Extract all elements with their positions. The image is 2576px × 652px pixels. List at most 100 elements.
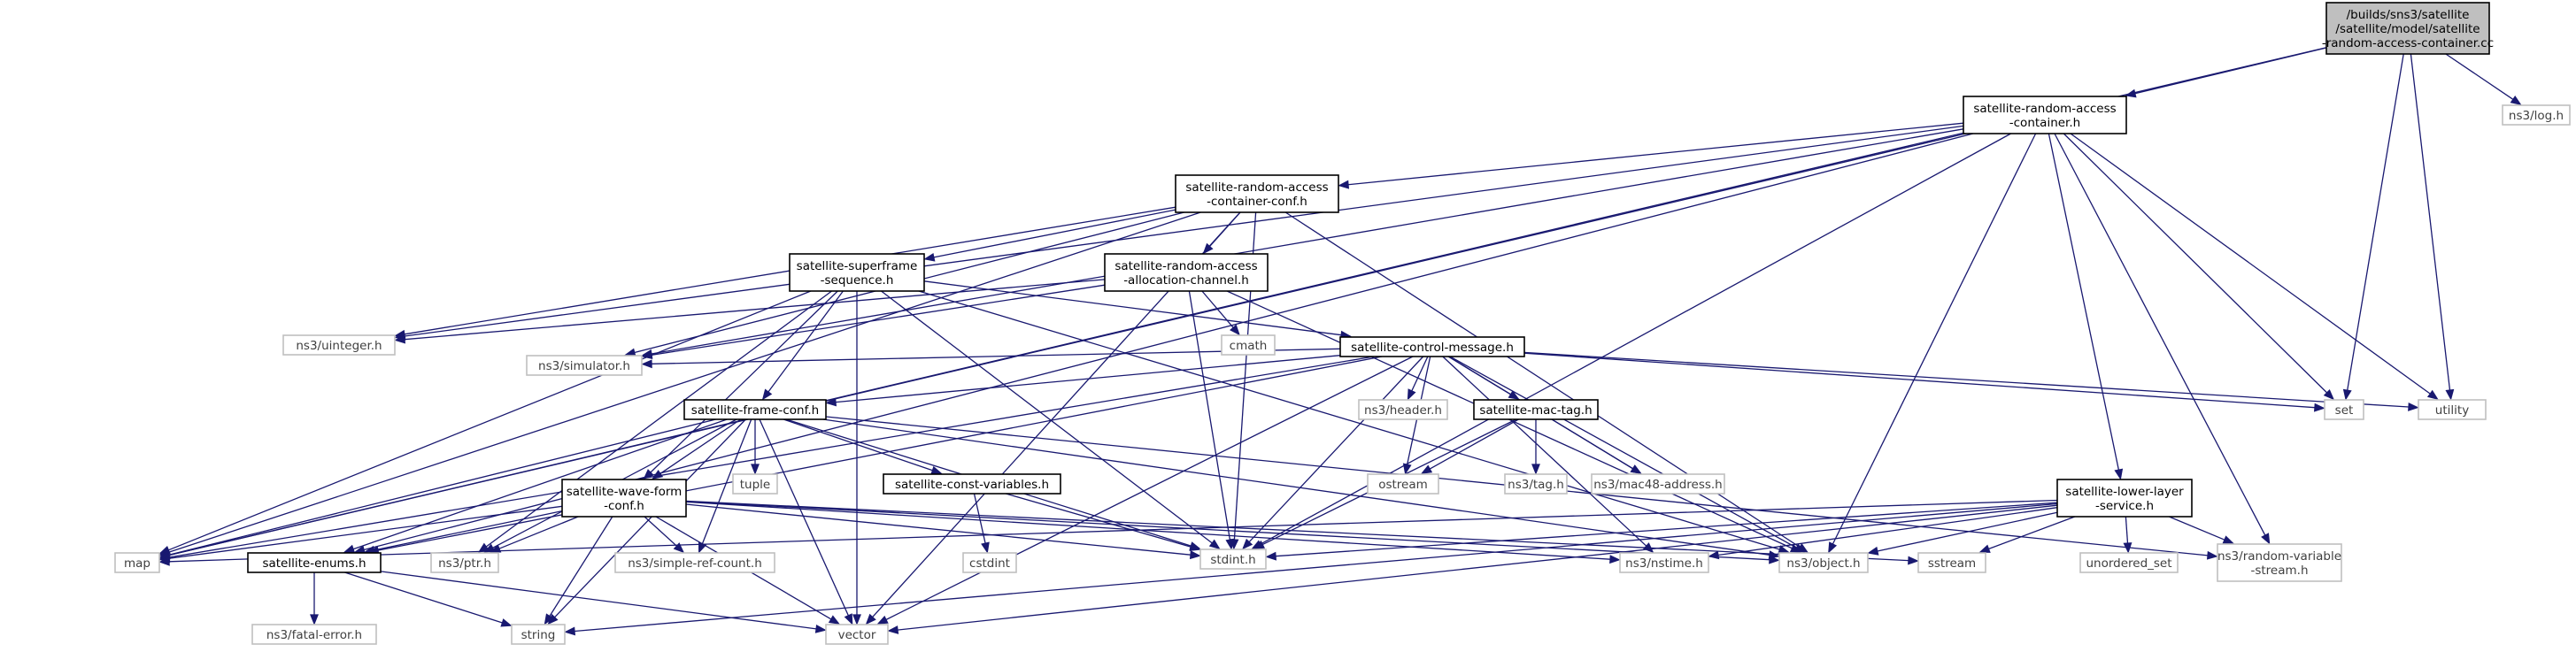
edge-wave_form-to-stdint <box>685 503 1201 560</box>
edge-mac_tag-to-mac48 <box>1551 418 1642 474</box>
node-ostream: ostream <box>1367 473 1439 495</box>
node-ctrl-msg[interactable]: satellite-control-message.h <box>1339 336 1525 357</box>
edge-enums-to-string <box>344 571 513 627</box>
node-label: sstream <box>1928 556 1976 571</box>
node-label: -random-access-container.cc <box>2322 36 2494 50</box>
node-label: ns3/simulator.h <box>538 359 630 373</box>
edge-wave_form-to-sstream <box>685 500 1919 565</box>
node-label: ns3/object.h <box>1786 556 1860 571</box>
edge-root-to-utility <box>2410 53 2455 401</box>
node-cstdint: cstdint <box>962 552 1017 573</box>
node-label: satellite-random-access <box>1114 259 1257 273</box>
node-label: satellite-random-access <box>1973 102 2116 116</box>
edge-enums-to-fatal_error <box>310 572 319 625</box>
node-label: /satellite/model/satellite <box>2335 22 2480 36</box>
node-label: satellite-wave-form <box>567 485 683 499</box>
node-root[interactable]: /builds/sns3/satellite/satellite/model/s… <box>2322 2 2494 55</box>
edge-lower_layer-to-sstream <box>1978 516 2076 553</box>
node-label: ns3/header.h <box>1364 403 1442 418</box>
node-label: -container.h <box>2009 116 2080 130</box>
edge-ctrl_msg-to-object <box>1449 356 1806 553</box>
edge-ra_alloc-to-uinteger <box>394 279 1106 344</box>
edge-ra_container-to-map <box>158 133 1966 560</box>
node-cmath: cmath <box>1221 334 1276 356</box>
node-label: ns3/mac48-address.h <box>1593 478 1723 492</box>
edge-ctrl_msg-to-stdint <box>1242 356 1424 550</box>
edge-ra_container-to-lower_layer <box>2048 133 2124 480</box>
edge-mac_tag-to-tag <box>1531 419 1540 475</box>
edge-ctrl_msg-to-set <box>1523 352 2325 412</box>
node-label: -service.h <box>2095 499 2154 513</box>
edge-ra_alloc-to-simulator <box>641 284 1106 360</box>
edge-superframe-to-wave_form <box>643 290 838 480</box>
node-label: ostream <box>1378 478 1428 492</box>
node-label: ns3/nstime.h <box>1625 556 1703 571</box>
edge-lower_layer-to-string <box>564 502 2058 636</box>
node-label: satellite-frame-conf.h <box>691 403 819 418</box>
node-label: ns3/tag.h <box>1508 478 1564 492</box>
node-label: vector <box>838 628 876 642</box>
edge-superframe-to-frame_conf <box>761 290 844 401</box>
node-superframe[interactable]: satellite-superframe-sequence.h <box>789 253 925 292</box>
edge-ra_container-to-random_var <box>2054 133 2271 545</box>
node-label: -allocation-channel.h <box>1123 273 1249 288</box>
node-label: stdint.h <box>1210 553 1255 567</box>
edge-lower_layer-to-vector <box>887 504 2058 634</box>
node-label: ns3/ptr.h <box>438 556 491 571</box>
node-label: satellite-random-access <box>1185 180 1328 195</box>
edge-ra_conf-to-superframe <box>923 209 1176 262</box>
node-enums[interactable]: satellite-enums.h <box>247 552 382 573</box>
node-mac-tag[interactable]: satellite-mac-tag.h <box>1473 399 1599 420</box>
node-frame-conf[interactable]: satellite-frame-conf.h <box>683 399 827 420</box>
node-label: ns3/uinteger.h <box>296 339 382 353</box>
edge-ra_alloc-to-stdint <box>1188 290 1235 550</box>
node-ra-container[interactable]: satellite-random-access-container.h <box>1963 96 2127 134</box>
edge-superframe-to-vector <box>852 291 861 625</box>
node-label: ns3/log.h <box>2509 109 2564 123</box>
node-label: satellite-enums.h <box>262 556 366 571</box>
edge-lower_layer-to-random_var <box>2169 516 2234 544</box>
edge-superframe-to-map <box>158 290 812 555</box>
edge-wave_form-to-nstime <box>685 501 1621 564</box>
edge-ctrl_msg-to-enums <box>367 356 1383 555</box>
node-sstream: sstream <box>1917 552 1986 573</box>
node-simulator: ns3/simulator.h <box>526 355 643 376</box>
node-label: set <box>2335 403 2354 418</box>
node-tag: ns3/tag.h <box>1504 473 1568 495</box>
node-const-vars[interactable]: satellite-const-variables.h <box>883 473 1061 495</box>
node-label: map <box>124 556 150 571</box>
edge-root-to-log <box>2445 53 2522 105</box>
edge-const_vars-to-cstdint <box>973 493 990 554</box>
node-label: -stream.h <box>2250 564 2308 578</box>
edge-ctrl_msg-to-utility <box>1523 351 2419 411</box>
edge-lower_layer-to-object <box>1867 511 2058 556</box>
node-ra-conf[interactable]: satellite-random-access-container-conf.h <box>1175 174 1339 213</box>
node-string: string <box>511 624 566 645</box>
node-label: utility <box>2435 403 2469 418</box>
node-label: unordered_set <box>2086 556 2171 571</box>
node-random-var: ns3/random-variable-stream.h <box>2217 543 2342 582</box>
edge-frame_conf-to-wave_form <box>652 418 742 479</box>
node-utility: utility <box>2418 399 2487 420</box>
node-wave-form[interactable]: satellite-wave-form-conf.h <box>561 479 687 518</box>
node-label: ns3/simple-ref-count.h <box>628 556 762 571</box>
node-vector: vector <box>825 624 889 645</box>
edge-ra_conf-to-uinteger <box>394 206 1176 339</box>
edge-frame_conf-to-string <box>547 418 746 625</box>
file-nodes: /builds/sns3/satellite/satellite/model/s… <box>114 2 2571 645</box>
node-label: satellite-mac-tag.h <box>1479 403 1592 418</box>
node-uinteger: ns3/uinteger.h <box>282 334 396 356</box>
node-unordered-set: unordered_set <box>2079 552 2179 573</box>
edge-ra_container-to-set <box>2063 133 2335 401</box>
edge-ctrl_msg-to-header <box>1407 356 1429 401</box>
node-object: ns3/object.h <box>1778 552 1869 573</box>
node-ptr: ns3/ptr.h <box>430 552 499 573</box>
edge-wave_form-to-ptr <box>489 516 579 553</box>
edge-lower_layer-to-map <box>158 499 2058 566</box>
node-ra-alloc[interactable]: satellite-random-access-allocation-chann… <box>1104 253 1269 292</box>
node-simple-ref: ns3/simple-ref-count.h <box>614 552 775 573</box>
node-lower-layer[interactable]: satellite-lower-layer-service.h <box>2056 479 2193 518</box>
edge-ctrl_msg-to-frame_conf <box>825 355 1341 407</box>
node-map: map <box>114 552 160 573</box>
node-label: satellite-control-message.h <box>1351 341 1514 355</box>
